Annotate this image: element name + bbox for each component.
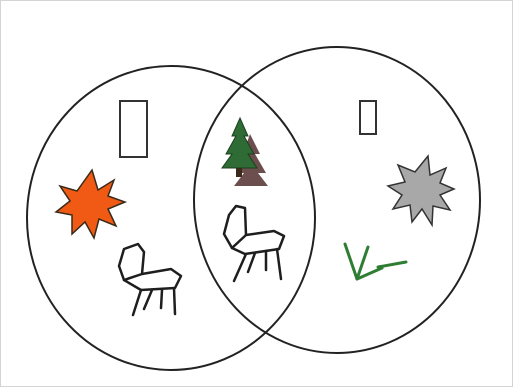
stick-figure-icon (345, 244, 406, 279)
chair-icon (224, 206, 284, 281)
tall-rectangle-icon (120, 101, 147, 157)
chair-icon (119, 244, 181, 315)
left-set-circle (27, 66, 315, 370)
gray-starburst-icon (388, 156, 454, 225)
pine-tree-icon (222, 118, 268, 186)
orange-starburst-icon (56, 170, 125, 238)
small-rectangle-icon (360, 101, 376, 134)
